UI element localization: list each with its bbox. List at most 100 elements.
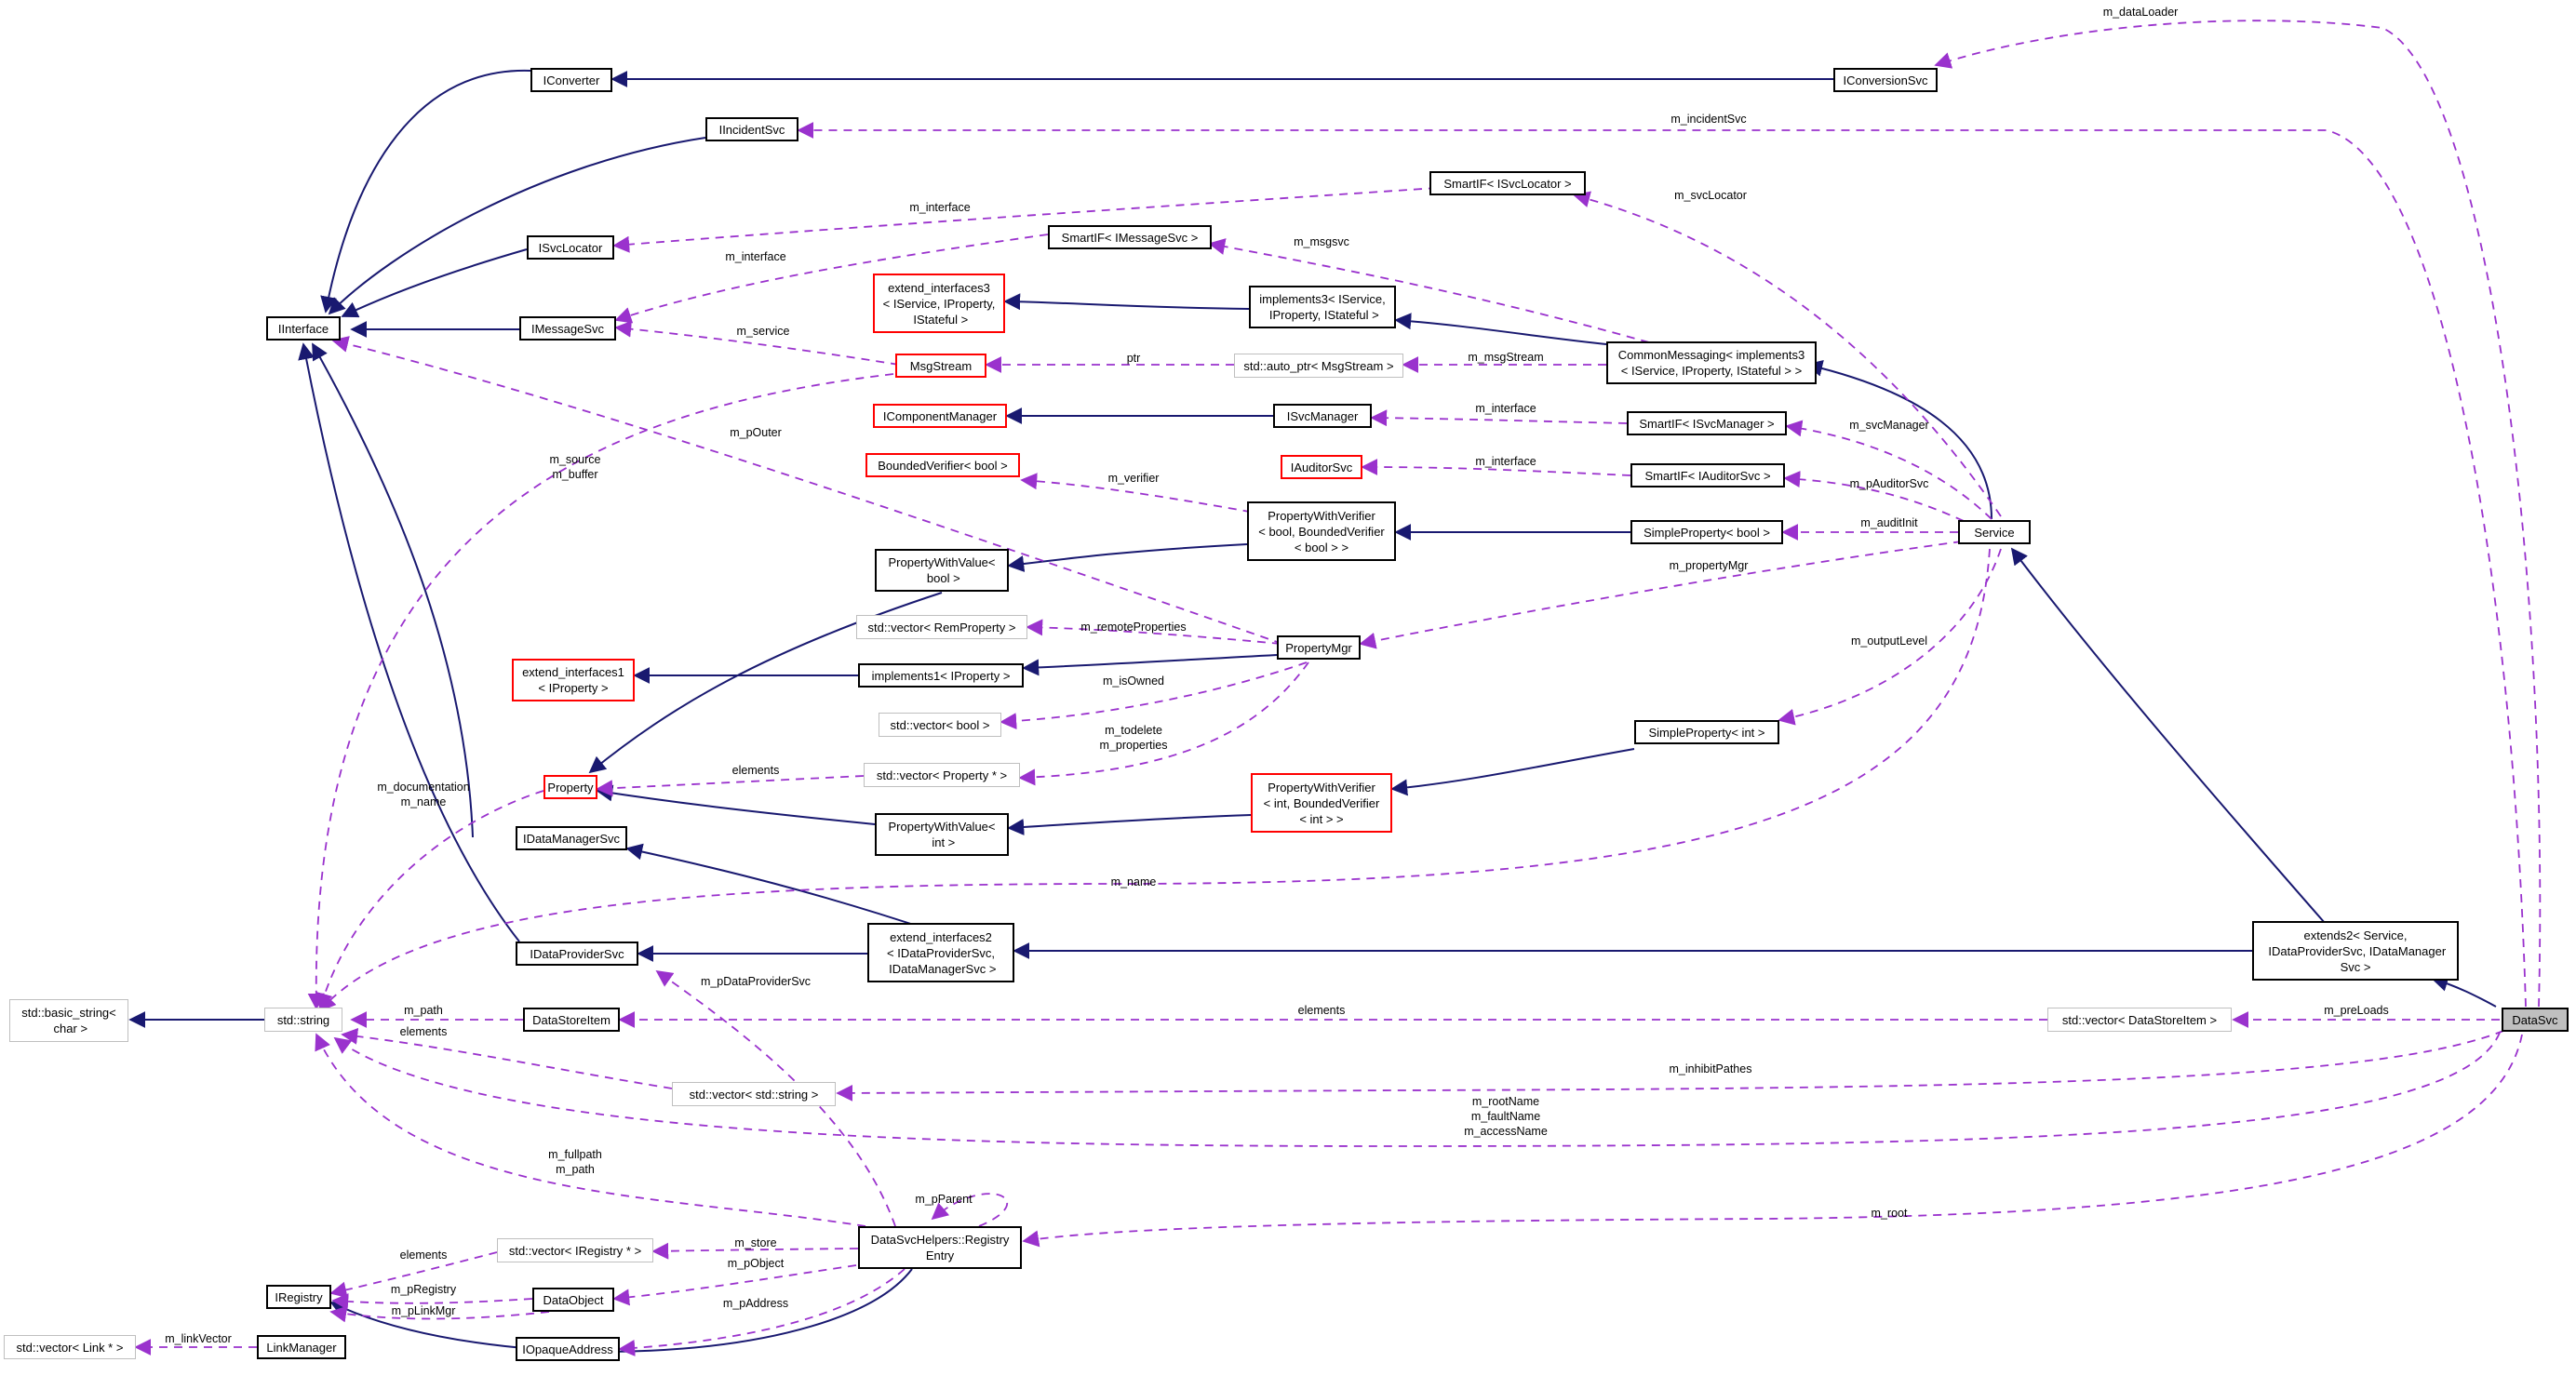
node-auto-ptr-msgstream[interactable]: std::auto_ptr< MsgStream > xyxy=(1234,354,1403,378)
edge-service-commonmessaging xyxy=(1805,359,1992,520)
node-idatamanagersvc[interactable]: IDataManagerSvc xyxy=(516,826,627,850)
node-iopaqueaddress[interactable]: IOpaqueAddress xyxy=(516,1337,620,1361)
node-vector-bool[interactable]: std::vector< bool > xyxy=(879,713,1001,737)
edge-m_interface_svclocator xyxy=(612,187,1438,253)
node-extend-interfaces1[interactable]: extend_interfaces1 < IProperty > xyxy=(512,659,635,701)
edge-m_source_buffer xyxy=(307,373,894,1010)
node-imessagesvc[interactable]: IMessageSvc xyxy=(519,316,616,341)
node-iauditorsvc[interactable]: IAuditorSvc xyxy=(1281,455,1362,479)
edge-label-m_verifier: m_verifier xyxy=(1107,472,1160,485)
edge-label-m_inhibitpathes: m_inhibitPathes xyxy=(1669,1062,1752,1075)
edge-label-m_source-buffer: m_source m_buffer xyxy=(549,453,601,481)
edge-label-m_rootname-faultname-accessname: m_rootName m_faultName m_accessName xyxy=(1464,1095,1548,1138)
edge-m_documentation_name xyxy=(315,790,544,1010)
node-basic-string[interactable]: std::basic_string< char > xyxy=(9,999,128,1042)
edge-m_incidentsvc xyxy=(797,122,2527,1008)
node-datasvc[interactable]: DataSvc xyxy=(2502,1008,2569,1032)
node-propertywithvalue-bool[interactable]: PropertyWithValue< bool > xyxy=(875,549,1009,592)
node-std-string[interactable]: std::string xyxy=(264,1008,342,1032)
node-simpleproperty-bool[interactable]: SimpleProperty< bool > xyxy=(1630,520,1783,544)
node-extend-interfaces2[interactable]: extend_interfaces2 < IDataProviderSvc, I… xyxy=(867,923,1014,982)
edge-label-m_path: m_path xyxy=(404,1004,443,1017)
edge-label-m_pobject: m_pObject xyxy=(727,1257,785,1270)
edge-label-m_root: m_root xyxy=(1871,1207,1908,1220)
edge-label-m_interface-svcmanager: m_interface xyxy=(1475,402,1536,415)
edge-label-elements-string: elements xyxy=(399,1025,448,1038)
edge-label-m_pdataprovidersvc: m_pDataProviderSvc xyxy=(700,975,812,988)
edge-m_svclocator xyxy=(1573,191,2002,517)
edge-propertywithvalue_int-property xyxy=(596,784,876,825)
edge-m_store xyxy=(651,1242,859,1260)
node-dataobject[interactable]: DataObject xyxy=(532,1288,614,1312)
node-msgstream[interactable]: MsgStream xyxy=(895,354,986,378)
node-isvcmanager[interactable]: ISvcManager xyxy=(1273,404,1372,428)
edge-m_pregistry xyxy=(331,1293,533,1311)
edge-m_pparent xyxy=(931,1193,1009,1227)
node-iconversionsvc[interactable]: IConversionSvc xyxy=(1833,68,1938,92)
edge-m_pauditorsvc xyxy=(1783,471,1965,522)
edge-m_plinkmgr xyxy=(329,1305,550,1323)
edge-m_root xyxy=(1022,1034,2523,1248)
edge-propertywithverifier_bool-propertywithvalue_bool xyxy=(1007,543,1248,572)
edge-m_interface_svcmanager xyxy=(1370,409,1628,427)
node-implements1[interactable]: implements1< IProperty > xyxy=(858,663,1024,688)
node-iregistry[interactable]: IRegistry xyxy=(266,1285,331,1309)
node-propertywithverifier-int[interactable]: PropertyWithVerifier < int, BoundedVerif… xyxy=(1251,773,1392,833)
node-smartif-svcmanager[interactable]: SmartIF< ISvcManager > xyxy=(1627,411,1787,435)
edge-label-m_store: m_store xyxy=(734,1236,777,1249)
node-idataprovidersvc[interactable]: IDataProviderSvc xyxy=(516,942,638,966)
edge-m_paddress xyxy=(618,1268,906,1356)
edge-label-m_interface-auditorsvc: m_interface xyxy=(1475,455,1536,468)
edge-label-m_interface-messagesvc: m_interface xyxy=(725,250,786,263)
node-vector-string[interactable]: std::vector< std::string > xyxy=(672,1082,836,1106)
node-vector-link-ptr[interactable]: std::vector< Link * > xyxy=(4,1335,136,1359)
node-property[interactable]: Property xyxy=(543,775,597,799)
edge-idatamanagersvc-iinterface xyxy=(312,342,474,838)
edge-m_rootname_faultname_accessname xyxy=(333,1032,2501,1147)
edge-m_interface_messagesvc xyxy=(614,234,1049,324)
node-extend-interfaces3[interactable]: extend_interfaces3 < IService, IProperty… xyxy=(873,274,1005,333)
edge-label-m_name: m_name xyxy=(1110,875,1157,888)
edge-label-m_pregistry: m_pRegistry xyxy=(390,1283,457,1296)
node-simpleproperty-int[interactable]: SimpleProperty< int > xyxy=(1634,720,1779,744)
edge-commonmessaging-implements3 xyxy=(1394,313,1607,345)
node-vector-remproperty[interactable]: std::vector< RemProperty > xyxy=(856,615,1027,639)
node-extends2[interactable]: extends2< Service, IDataProviderSvc, IDa… xyxy=(2252,921,2459,981)
node-vector-iregistry-ptr[interactable]: std::vector< IRegistry * > xyxy=(497,1238,653,1262)
edge-isvclocator-iinterface xyxy=(341,248,528,318)
edge-label-m_msgstream: m_msgStream xyxy=(1468,351,1544,364)
node-datastoreitem[interactable]: DataStoreItem xyxy=(523,1008,620,1032)
node-vector-property-ptr[interactable]: std::vector< Property * > xyxy=(864,763,1020,787)
edge-m_remoteproperties xyxy=(1026,619,1281,645)
node-linkmanager[interactable]: LinkManager xyxy=(257,1335,346,1359)
node-smartif-messagesvc[interactable]: SmartIF< IMessageSvc > xyxy=(1048,225,1212,249)
node-boundedverifier-bool[interactable]: BoundedVerifier< bool > xyxy=(865,453,1020,477)
edge-label-m_todelete-properties: m_todelete m_properties xyxy=(1099,724,1168,752)
node-iconverter[interactable]: IConverter xyxy=(530,68,612,92)
node-propertymgr[interactable]: PropertyMgr xyxy=(1277,635,1361,660)
node-implements3[interactable]: implements3< IService, IProperty, IState… xyxy=(1249,286,1396,328)
edge-m_svcmanager xyxy=(1785,420,1992,520)
node-propertywithvalue-int[interactable]: PropertyWithValue< int > xyxy=(875,813,1009,856)
node-icomponentmanager[interactable]: IComponentManager xyxy=(873,404,1007,428)
node-iinterface[interactable]: IInterface xyxy=(266,316,341,341)
node-iincidentsvc[interactable]: IIncidentSvc xyxy=(705,117,798,141)
node-smartif-svclocator[interactable]: SmartIF< ISvcLocator > xyxy=(1429,171,1586,195)
node-service[interactable]: Service xyxy=(1958,520,2031,544)
edge-label-m_dataloader: m_dataLoader xyxy=(2102,6,2179,19)
edge-label-m_paddress: m_pAddress xyxy=(722,1297,789,1310)
node-smartif-auditorsvc[interactable]: SmartIF< IAuditorSvc > xyxy=(1630,463,1785,487)
node-vector-datastoreitem[interactable]: std::vector< DataStoreItem > xyxy=(2047,1008,2232,1032)
node-commonmessaging[interactable]: CommonMessaging< implements3 < IService,… xyxy=(1606,341,1817,384)
edge-label-m_interface-svclocator: m_interface xyxy=(909,201,971,214)
edge-m_propertymgr xyxy=(1359,541,1963,649)
edge-label-m_svcmanager: m_svcManager xyxy=(1849,419,1929,432)
node-propertywithverifier-bool[interactable]: PropertyWithVerifier < bool, BoundedVeri… xyxy=(1247,501,1396,561)
edge-label-elements-property: elements xyxy=(731,764,780,777)
edge-label-m_service: m_service xyxy=(736,325,790,338)
node-registry-entry[interactable]: DataSvcHelpers::Registry Entry xyxy=(858,1226,1022,1269)
edge-label-m_incidentsvc: m_incidentSvc xyxy=(1670,113,1747,126)
edge-label-m_pauditorsvc: m_pAuditorSvc xyxy=(1849,477,1929,490)
node-isvclocator[interactable]: ISvcLocator xyxy=(527,235,614,260)
edge-m_name xyxy=(318,548,1991,1012)
